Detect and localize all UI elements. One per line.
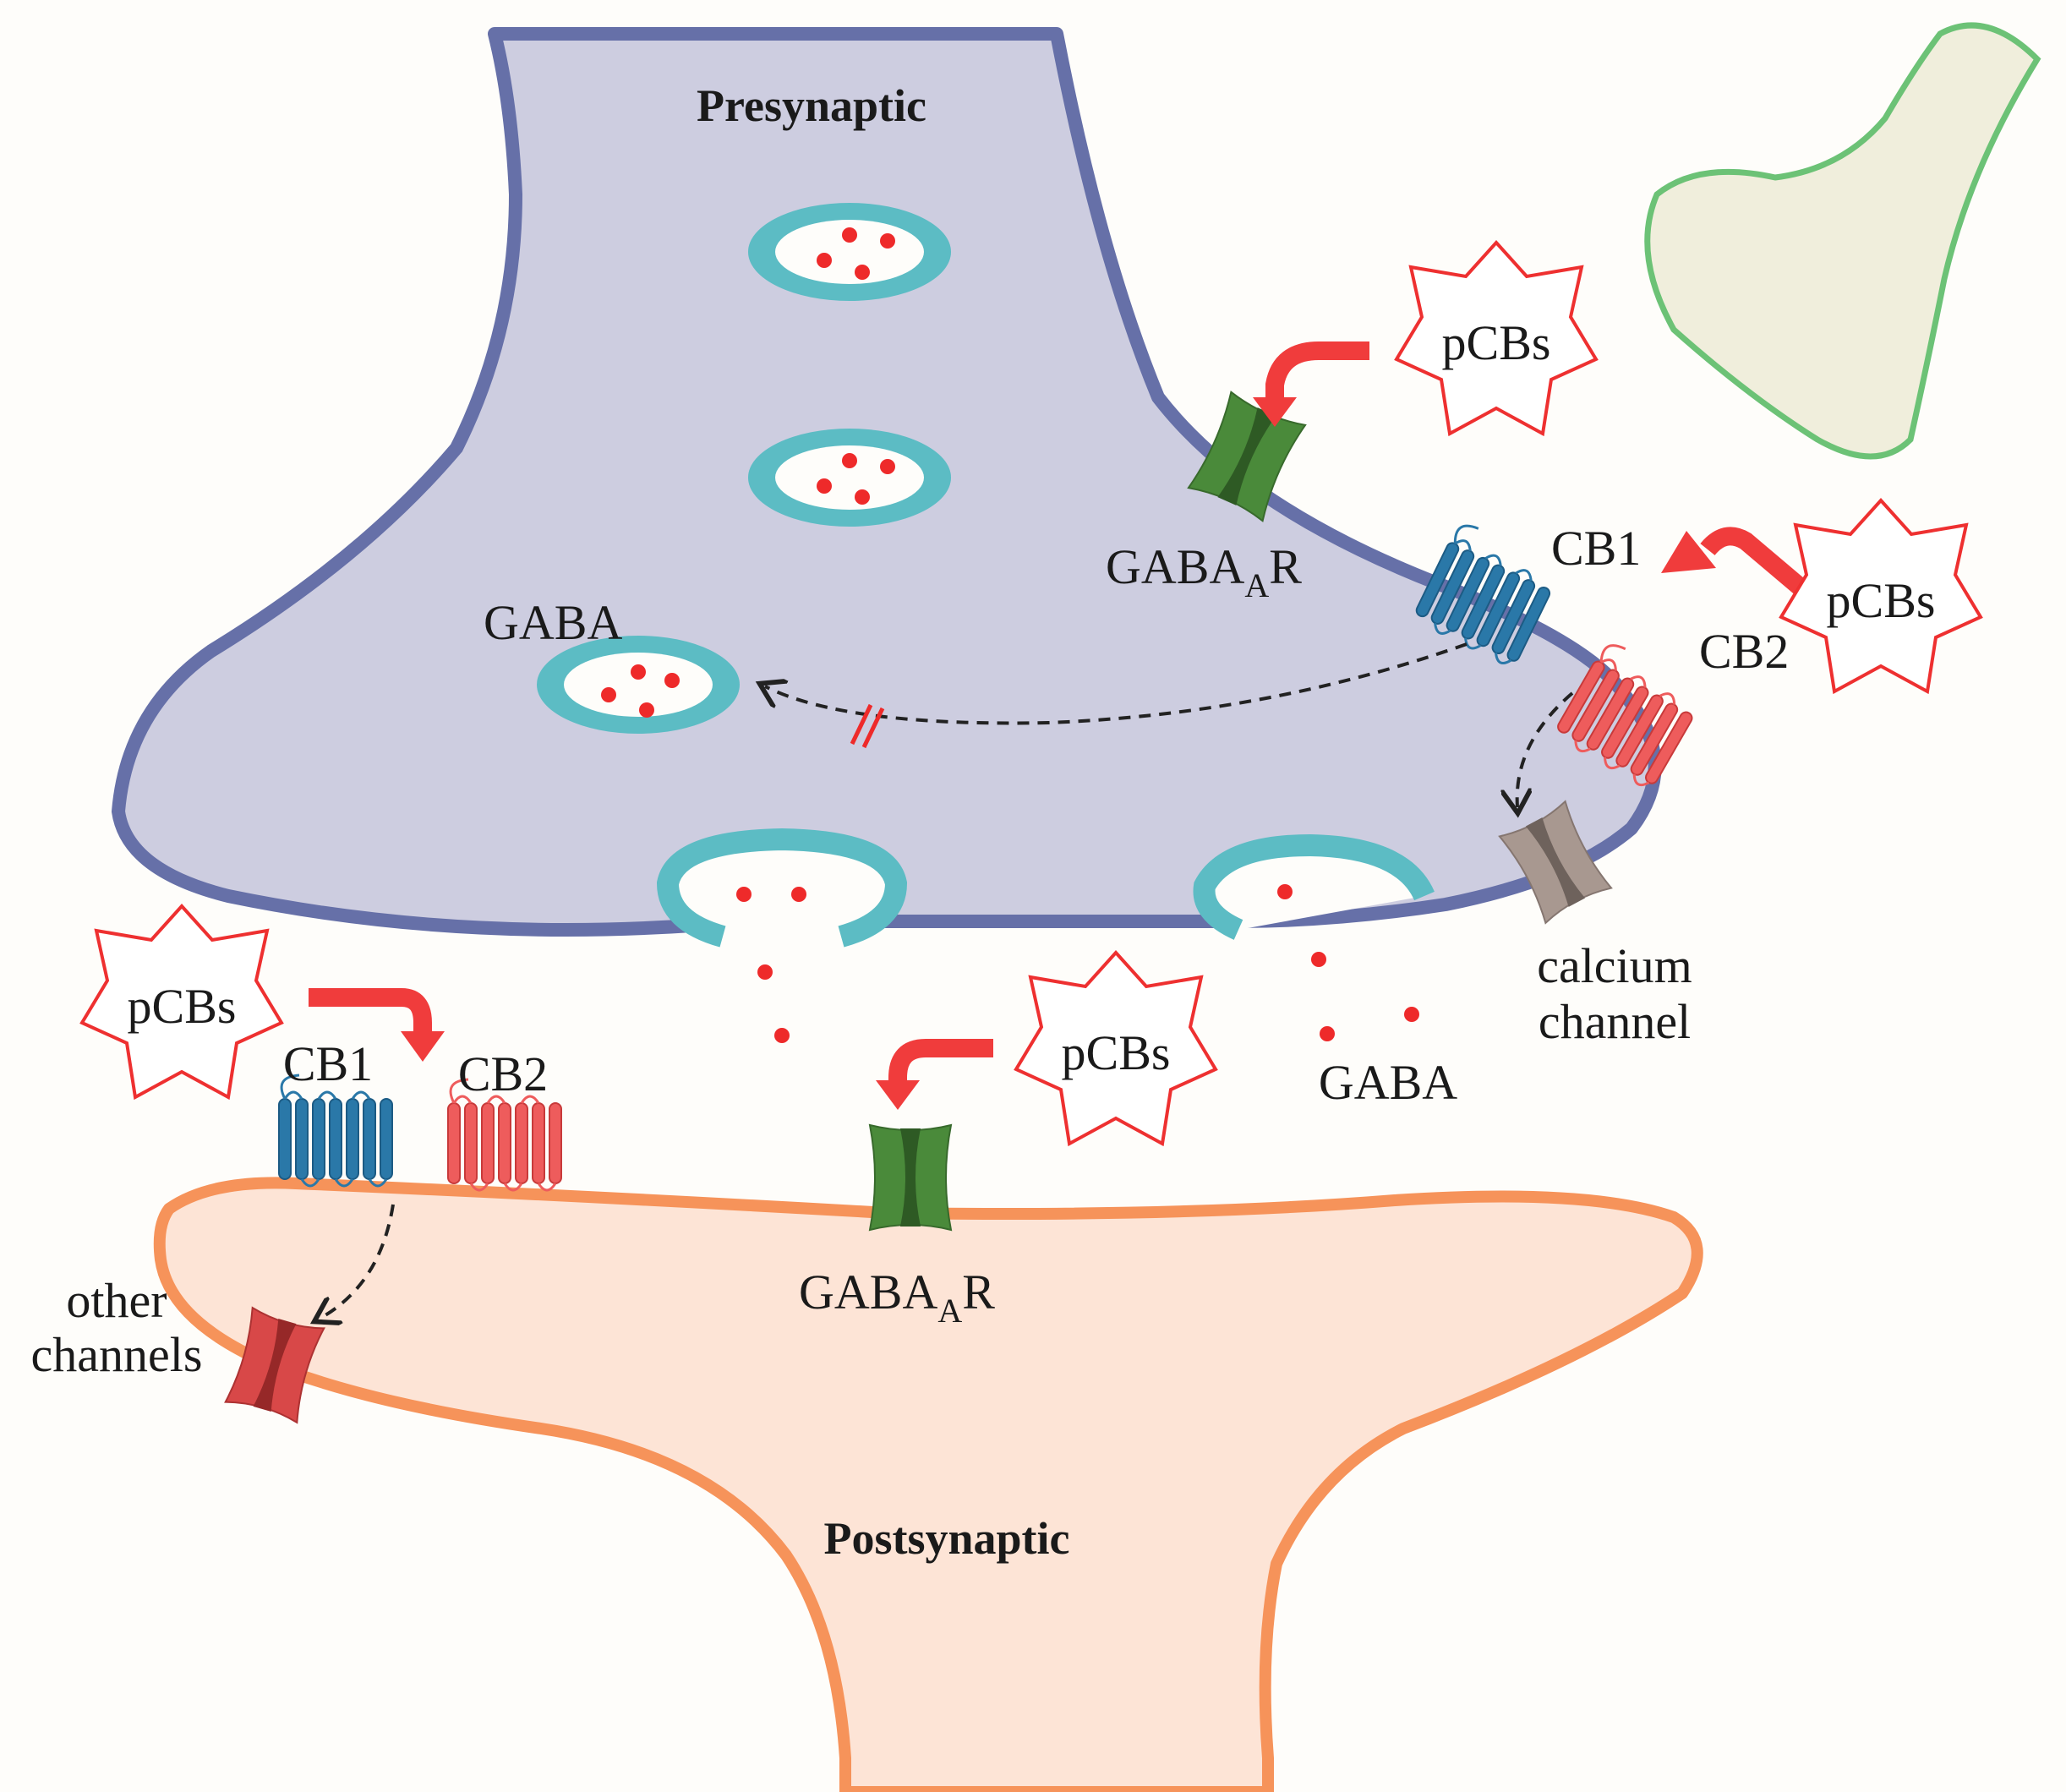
gabaar-label-postsynaptic: GABAAR [799,1265,995,1330]
fusing-vesicle [1193,833,1435,1041]
presynaptic-title: Presynaptic [697,80,926,131]
pcbs-label: pCBs [1062,1025,1171,1080]
signal-arrow-cb1-to-other [320,1204,395,1319]
gabaar-label-presynaptic: GABAAR [1106,539,1302,604]
vesicle [537,636,740,734]
calcium-channel-label-line1: calcium [1537,938,1692,993]
cb2-label-presynaptic: CB2 [1699,624,1789,679]
gaba-label-cleft: GABA [1319,1055,1457,1110]
pcbs-star: pCBs [1014,951,1217,1145]
pcbs-label: pCBs [1442,315,1551,370]
inhibition-mark [850,703,885,749]
other-channels-label-line1: other [66,1273,167,1328]
other-channels-label-line2: channels [31,1327,203,1382]
pcbs-star: pCBs [1779,499,1982,693]
signal-arrow-cb1-to-vesicle [765,642,1468,725]
vesicle [748,429,951,527]
cb1-receptor-postsynaptic [277,1074,394,1188]
glial-cell [1644,22,2041,460]
cb2-label-postsynaptic: CB2 [458,1046,548,1101]
cb1-label-postsynaptic: CB1 [283,1036,373,1091]
pcbs-arrow [309,988,445,1062]
gaba-label-presynaptic: GABA [484,595,622,650]
postsynaptic-title: Postsynaptic [823,1513,1069,1564]
pcbs-label: pCBs [1827,573,1936,628]
cb1-label-presynaptic: CB1 [1551,521,1641,576]
gabaa-receptor-postsynaptic [869,1124,952,1231]
pcbs-arrow [1253,341,1369,427]
pcbs-star: pCBs [80,904,283,1099]
fusing-vesicle [656,828,908,1043]
pcbs-arrow [1661,527,1807,595]
pcbs-arrow [876,1039,993,1110]
calcium-channel-label-line2: channel [1539,994,1691,1049]
pcbs-star: pCBs [1395,241,1598,435]
signal-arrow-cb2-to-calcium [1517,691,1574,807]
pcbs-label: pCBs [128,979,237,1034]
postsynaptic-neuron [153,1177,1703,1792]
vesicle [748,203,951,301]
